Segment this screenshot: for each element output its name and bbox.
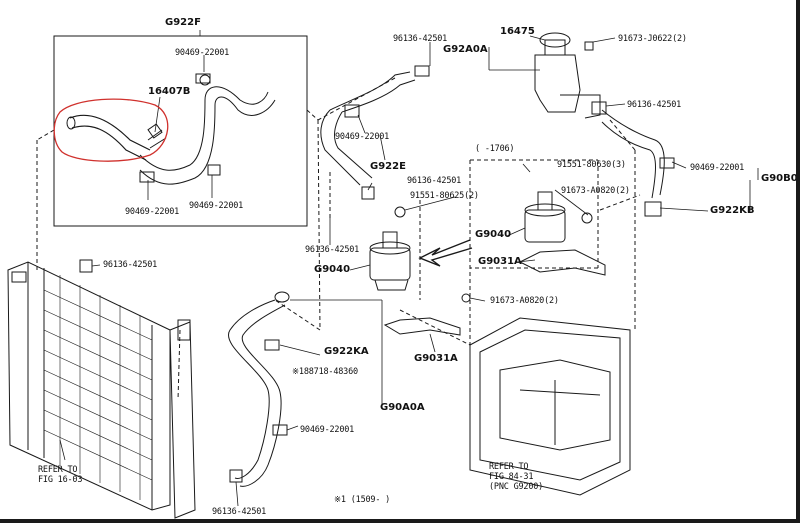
inset-box-g922f (53, 35, 308, 227)
label-part-90469-c: 90469-22001 (189, 201, 244, 211)
label-16475: 16475 (500, 26, 535, 37)
label-g9040-center: G9040 (314, 264, 351, 275)
label-part-188718: ※188718-48360 (292, 367, 358, 377)
label-part-96136-right: 96136-42501 (627, 100, 682, 110)
label-part-96136-left: 96136-42501 (103, 260, 158, 270)
label-part-90469-mid: 90469-22001 (335, 132, 390, 142)
label-g922f: G922F (165, 17, 201, 28)
label-part-91551-80625: 91551-80625(2) (410, 191, 479, 201)
right-border (796, 0, 800, 523)
label-part-91673-a0820-a: 91673-A0820(2) (561, 186, 630, 196)
label-part-91551-80630: 91551-80630(3) (557, 160, 626, 170)
refer-right-line-2: FIG 84-31 (489, 472, 534, 482)
refer-right-line-1: REFER TO (489, 462, 529, 472)
refer-left-note: REFER TO FIG 16-03 (38, 465, 82, 485)
label-part-96136-center: 96136-42501 (305, 245, 360, 255)
label-part-90469-b: 90469-22001 (125, 207, 180, 217)
highlight-circle (53, 98, 169, 162)
refer-left-line-2: FIG 16-03 (38, 475, 83, 485)
label-g92a0a: G92A0A (443, 44, 488, 55)
label-part-90469-far: 90469-22001 (690, 163, 745, 173)
refer-right-line-3: (PNC G9200) (489, 482, 544, 492)
label-g9031a-right: G9031A (478, 256, 522, 267)
label-part-96136-top: 96136-42501 (393, 34, 448, 44)
label-g9040-right: G9040 (475, 229, 512, 240)
label-16407b: 16407B (148, 86, 191, 97)
label-g922e: G922E (370, 161, 406, 172)
label-part-96136-bottom: 96136-42501 (212, 507, 267, 517)
label-g9031a-center: G9031A (414, 353, 458, 364)
refer-right-note: REFER TO FIG 84-31 (PNC G9200) (489, 462, 543, 492)
refer-left-line-1: REFER TO (38, 465, 78, 475)
footnote: ※1 (1509- ) (334, 495, 391, 505)
label-g922ka: G922KA (324, 346, 369, 357)
label-part-90469-low: 90469-22001 (300, 425, 355, 435)
label-g90b0: G90B0 (761, 173, 798, 184)
label-part-91673-a0820-b: 91673-A0820(2) (490, 296, 559, 306)
label-g922kb: G922KB (710, 205, 755, 216)
label-part-96136-mid: 96136-42501 (407, 176, 462, 186)
bottom-border (0, 519, 800, 523)
label-part-91673-j0622: 91673-J0622(2) (618, 34, 687, 44)
label-range-1706: ( -1706) (475, 144, 515, 154)
label-part-90469-a: 90469-22001 (175, 48, 230, 58)
label-g90a0a: G90A0A (380, 402, 425, 413)
